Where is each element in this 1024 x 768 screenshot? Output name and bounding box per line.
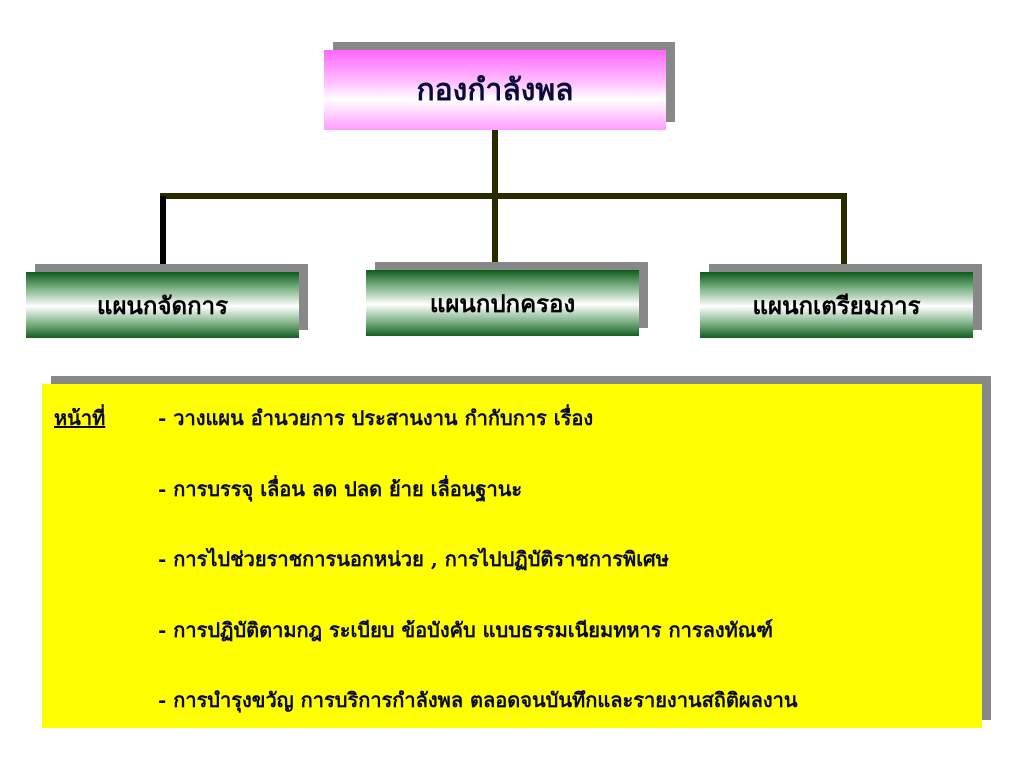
duty-item: - การไปช่วยราชการนอกหน่วย , การไปปฏิบัติ… — [158, 547, 669, 571]
duties-heading: หน้าที่ — [54, 406, 106, 430]
org-root-box: กองกำลังพล — [324, 50, 666, 130]
org-child-box-management: แผนกจัดการ — [26, 272, 299, 338]
duty-item: - วางแผน อำนวยการ ประสานงาน กำกับการ เรื… — [158, 406, 594, 430]
org-child-box-preparation: แผนกเตรียมการ — [700, 272, 973, 338]
duty-item: - การปฏิบัติตามกฎ ระเบียบ ข้อบังคับ แบบธ… — [158, 618, 773, 642]
duty-item: - การบรรจุ เลื่อน ลด ปลด ย้าย เลื่อนฐานะ — [158, 477, 523, 501]
org-child-box-administration: แผนกปกครอง — [366, 270, 639, 336]
org-child-label: แผนกปกครอง — [429, 288, 576, 318]
duty-item: - การบำรุงขวัญ การบริการกำลังพล ตลอดจนบั… — [158, 688, 798, 712]
duties-panel: หน้าที่ - วางแผน อำนวยการ ประสานงาน กำกั… — [42, 384, 982, 728]
org-root-label: กองกำลังพล — [416, 72, 574, 108]
org-child-label: แผนกจัดการ — [96, 290, 228, 320]
org-child-label: แผนกเตรียมการ — [752, 290, 921, 320]
